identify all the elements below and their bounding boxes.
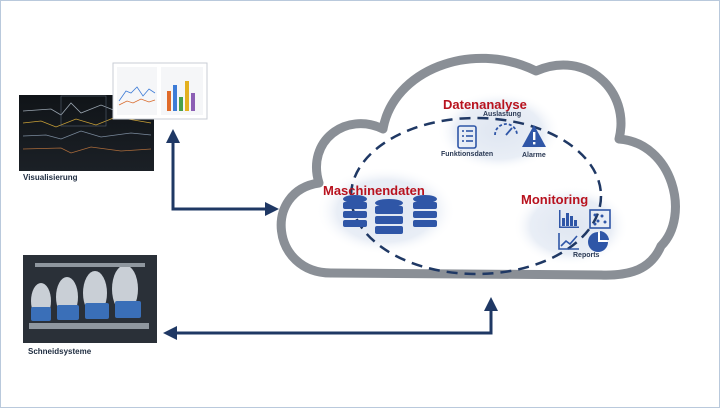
datenanalyse-title: Datenanalyse — [443, 97, 527, 112]
warning-icon — [522, 125, 546, 147]
scatter-chart-icon — [589, 209, 611, 229]
monitoring-title: Monitoring — [521, 192, 589, 207]
pie-chart-icon — [588, 231, 609, 252]
alarme-label: Alarme — [522, 152, 546, 159]
bar-chart-icon — [559, 210, 579, 228]
dashed-cycle-ring — [349, 116, 603, 276]
visualisierung-label: Visualisierung — [23, 173, 78, 182]
schneidsysteme-label: Schneidsysteme — [28, 347, 92, 356]
gauge-icon — [494, 123, 518, 136]
line-chart-icon — [558, 233, 579, 250]
arrow-cloud-to-schneidsysteme — [163, 297, 498, 340]
visualisierung-screens — [19, 62, 208, 171]
schneidsysteme-photo — [23, 255, 157, 343]
list-icon — [457, 125, 477, 149]
maschinendaten-title: Maschinendaten — [323, 183, 425, 198]
funktionsdaten-label: Funktionsdaten — [441, 151, 494, 158]
auslastung-label: Auslastung — [483, 111, 522, 118]
arrow-visualisierung-to-cloud — [166, 129, 279, 216]
datenanalyse-blob — [437, 91, 561, 171]
database-icon — [343, 195, 437, 234]
reports-label: Reports — [573, 252, 600, 259]
